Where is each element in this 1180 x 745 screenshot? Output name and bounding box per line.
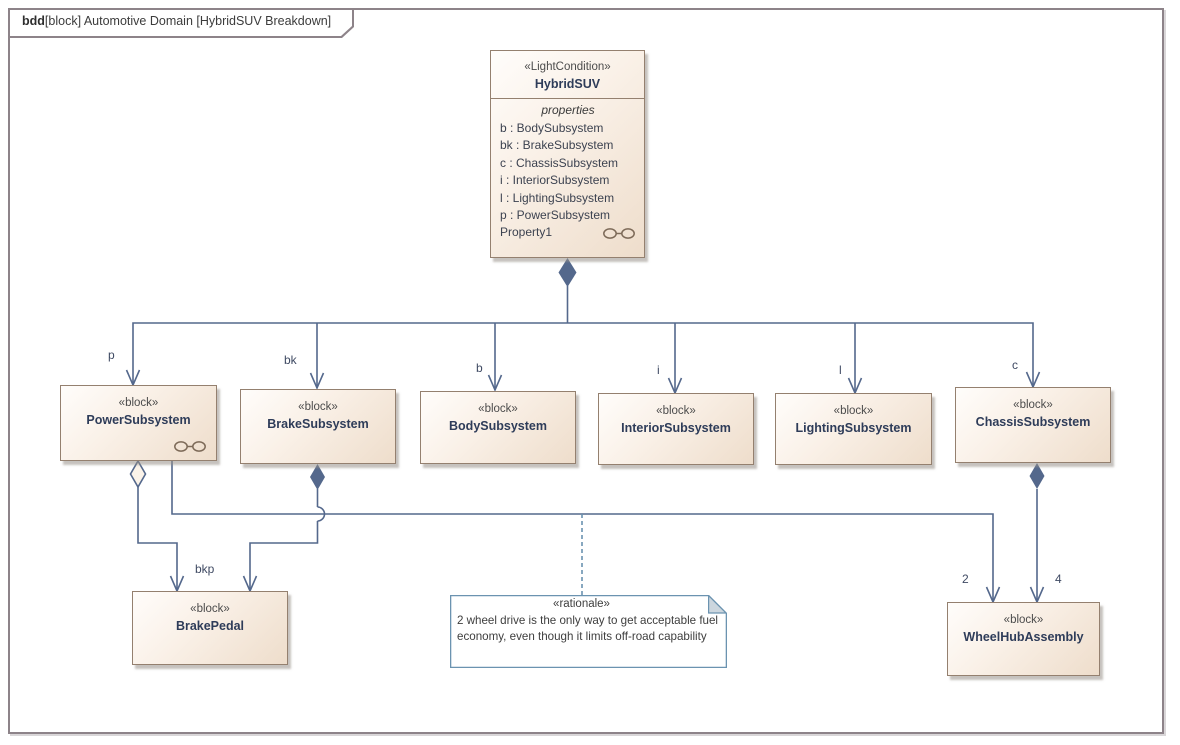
- property-row: Property1: [500, 224, 636, 241]
- block-header: «block» BrakePedal: [133, 592, 287, 633]
- multiplicity-label-2: 2: [962, 572, 969, 586]
- note-fold-icon: [708, 595, 727, 614]
- block-header: «block» ChassisSubsystem: [956, 388, 1110, 429]
- block-header: «block» LightingSubsystem: [776, 394, 931, 435]
- property-row: i : InteriorSubsystem: [500, 173, 610, 188]
- diagram-title-text: [block] Automotive Domain [HybridSUV Bre…: [44, 14, 332, 28]
- role-label-bkp: bkp: [195, 562, 215, 576]
- block-header: «block» WheelHubAssembly: [948, 603, 1099, 644]
- block-brakepedal[interactable]: «block» BrakePedal: [132, 591, 288, 665]
- stereotype-label: «block»: [656, 405, 696, 417]
- property-name: Property1: [500, 225, 553, 240]
- role-label-b: b: [476, 361, 483, 375]
- note-face: [451, 596, 725, 666]
- stereotype-label: «LightCondition»: [524, 61, 611, 73]
- glasses-icon: [603, 227, 635, 239]
- role-label-c: c: [1012, 358, 1018, 372]
- block-header: «block» PowerSubsystem: [61, 386, 216, 427]
- property-row: p : PowerSubsystem: [500, 208, 611, 223]
- diagram-frame-tab: bdd[block] Automotive Domain [HybridSUV …: [8, 8, 354, 38]
- block-header: «block» InteriorSubsystem: [599, 394, 753, 435]
- role-label-i: i: [657, 363, 660, 377]
- glasses-icon: [174, 441, 206, 452]
- open-arrowhead-bk: [309, 372, 325, 391]
- block-lightingsubsystem[interactable]: «block» LightingSubsystem: [775, 393, 932, 465]
- stereotype-label: «block»: [833, 405, 874, 417]
- diagram-title: bdd[block] Automotive Domain [HybridSUV …: [22, 14, 331, 28]
- block-header: «block» BrakeSubsystem: [241, 390, 395, 431]
- property-row: b : BodySubsystem: [500, 121, 604, 135]
- properties-compartment: properties b : BodySubsystem bk : BrakeS…: [491, 99, 644, 242]
- diagram-kind-keyword: bdd: [22, 14, 45, 28]
- block-name: HybridSUV: [534, 77, 601, 91]
- stereotype-label: «block»: [118, 397, 159, 409]
- block-bodysubsystem[interactable]: «block» BodySubsystem: [420, 391, 576, 464]
- stereotype-label: «block»: [298, 401, 338, 413]
- note-stereotype: «rationale»: [553, 598, 610, 610]
- block-name: LightingSubsystem: [795, 421, 912, 435]
- diagram-frame-tab-face: [10, 10, 352, 36]
- block-name: BrakePedal: [175, 619, 245, 633]
- block-name: BrakeSubsystem: [267, 417, 369, 431]
- block-name: InteriorSubsystem: [621, 421, 731, 435]
- block-name: PowerSubsystem: [86, 413, 191, 427]
- stereotype-label: «block»: [190, 603, 230, 615]
- block-hybridsuv-header: «LightCondition» HybridSUV: [491, 51, 644, 99]
- diagram-frame: [8, 8, 1164, 734]
- role-label-p: p: [108, 348, 115, 362]
- property-row: bk : BrakeSubsystem: [500, 138, 614, 153]
- block-hybridsuv[interactable]: «LightCondition» HybridSUV properties b …: [490, 50, 645, 258]
- block-powersubsystem[interactable]: «block» PowerSubsystem: [60, 385, 217, 461]
- stereotype-label: «block»: [478, 403, 518, 415]
- stereotype-label: «block»: [1013, 399, 1053, 411]
- role-label-l: l: [839, 363, 842, 377]
- block-wheelhubassembly[interactable]: «block» WheelHubAssembly: [947, 602, 1100, 676]
- role-label-bk: bk: [284, 353, 297, 367]
- block-header: «block» BodySubsystem: [421, 392, 575, 433]
- note-text: 2 wheel drive is the only way to get acc…: [457, 614, 719, 643]
- compartment-title: properties: [541, 103, 595, 117]
- block-chassissubsystem[interactable]: «block» ChassisSubsystem: [955, 387, 1111, 463]
- property-row: l : LightingSubsystem: [500, 190, 615, 205]
- block-name: BodySubsystem: [449, 419, 547, 433]
- multiplicity-label-4: 4: [1055, 572, 1062, 586]
- block-interiorsubsystem[interactable]: «block» InteriorSubsystem: [598, 393, 754, 465]
- rationale-note[interactable]: «rationale» 2 wheel drive is the only wa…: [450, 595, 727, 668]
- block-name: ChassisSubsystem: [975, 415, 1091, 429]
- property-row: c : ChassisSubsystem: [500, 155, 619, 170]
- block-name: WheelHubAssembly: [963, 630, 1084, 644]
- block-brakesubsystem[interactable]: «block» BrakeSubsystem: [240, 389, 396, 464]
- open-arrowhead-b: [487, 374, 503, 393]
- stereotype-label: «block»: [1003, 614, 1044, 626]
